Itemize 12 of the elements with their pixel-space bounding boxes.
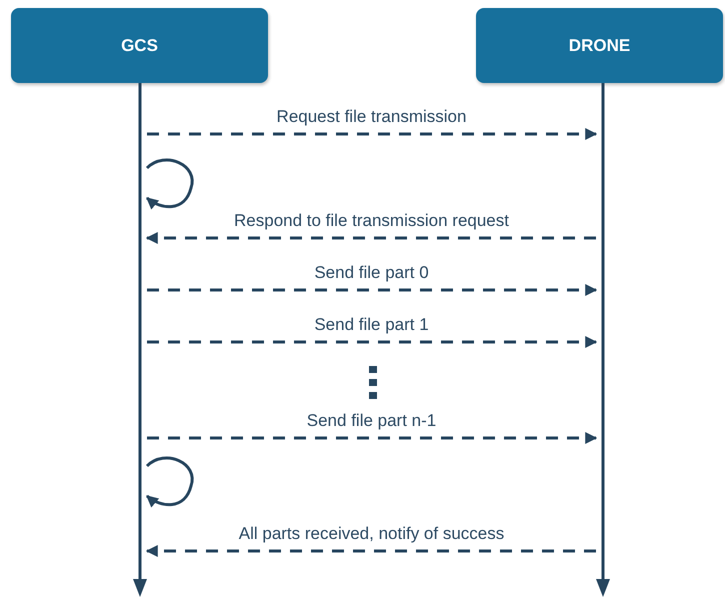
message-arrow xyxy=(146,232,596,244)
lifeline-arrow xyxy=(133,83,147,597)
lifeline-header: GCS xyxy=(11,8,268,83)
self-loop-arrow xyxy=(146,456,194,508)
message-arrow xyxy=(147,336,598,348)
message-arrow xyxy=(147,284,598,296)
lifeline-header: DRONE xyxy=(476,8,723,83)
message-arrow xyxy=(147,128,598,140)
self-loop-arrow xyxy=(146,158,194,210)
lifeline-arrow xyxy=(596,83,610,597)
message-arrow xyxy=(147,432,598,444)
message-arrow xyxy=(146,545,596,557)
